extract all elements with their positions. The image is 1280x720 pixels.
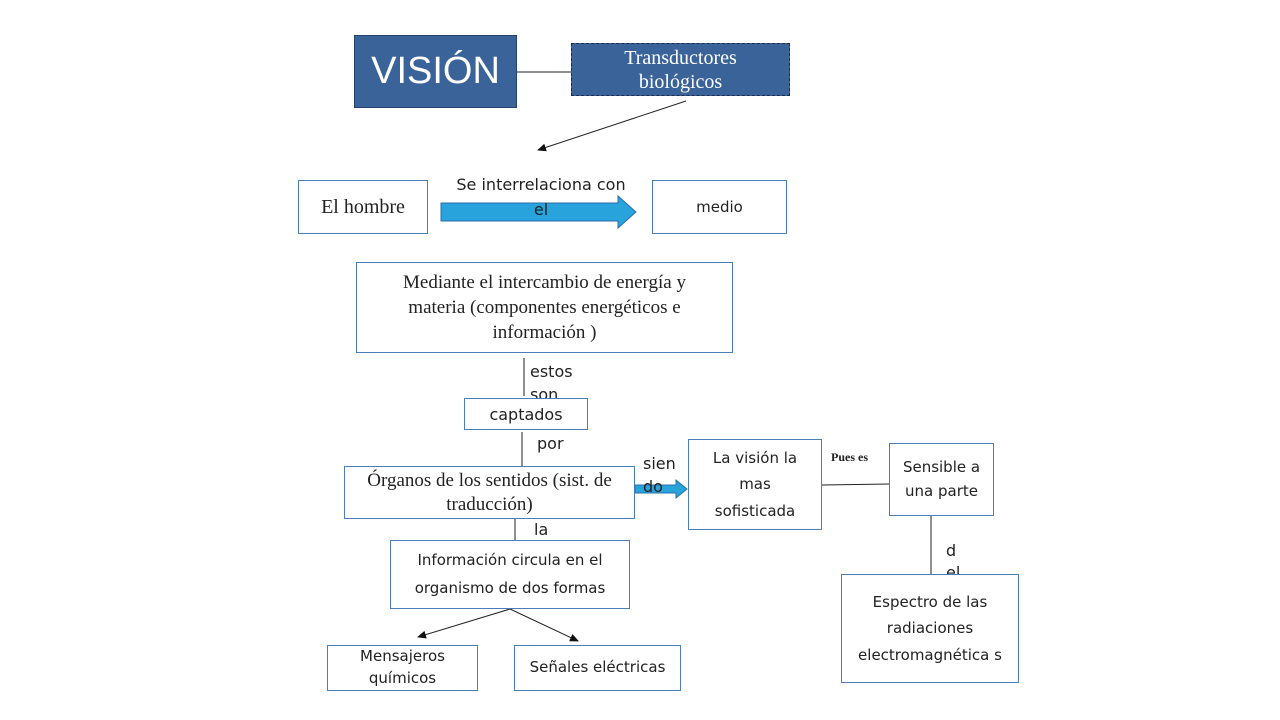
captados-label: captados (489, 404, 563, 424)
pues-es-label: Pues es (831, 450, 868, 464)
hombre-label: El hombre (321, 195, 405, 218)
siendo-arrow (634, 478, 688, 500)
organos-box: Órganos de los sentidos (sist. de traduc… (344, 466, 635, 519)
medio-label: medio (696, 198, 743, 216)
siendo-label: sien do (643, 454, 676, 497)
transductores-box: Transductores biológicos (571, 43, 790, 96)
senales-label: Señales eléctricas (529, 658, 666, 677)
informacion-senales-arrow (509, 608, 579, 642)
mensajeros-label: Mensajeros químicos (360, 647, 445, 687)
interrelaciona-arrow (440, 194, 637, 230)
sofisticada-sensible-line (821, 483, 891, 486)
informacion-label: Información circula en el organismo de d… (414, 550, 606, 597)
vision-title-box: VISIÓN (354, 35, 517, 108)
interrelaciona-label: Se interrelaciona con el (456, 175, 626, 219)
vision-sofisticada-box: La visión la mas sofisticada (688, 439, 822, 530)
intercambio-label: Mediante el intercambio de energía y mat… (403, 271, 686, 344)
transductores-hombre-arrow (537, 100, 687, 152)
informacion-box: Información circula en el organismo de d… (390, 540, 630, 609)
espectro-box: Espectro de las radiaciones electromagné… (841, 574, 1019, 683)
medio-box: medio (652, 180, 787, 234)
hombre-box: El hombre (298, 180, 428, 234)
por-label: por (537, 434, 564, 453)
senales-box: Señales eléctricas (514, 645, 681, 691)
transductores-label: Transductores biológicos (624, 46, 737, 93)
vision-title: VISIÓN (371, 50, 500, 92)
sensible-label: Sensible a una parte (902, 458, 981, 500)
mensajeros-box: Mensajeros químicos (327, 645, 478, 691)
informacion-mensajeros-arrow (417, 608, 511, 639)
vision-sofisticada-label: La visión la mas sofisticada (712, 449, 798, 520)
intercambio-box: Mediante el intercambio de energía y mat… (356, 262, 733, 353)
la-label: la (534, 520, 549, 539)
captados-box: captados (464, 398, 588, 430)
sensible-box: Sensible a una parte (889, 443, 994, 516)
espectro-label: Espectro de las radiaciones electromagné… (858, 593, 1002, 664)
organos-label: Órganos de los sentidos (sist. de traduc… (367, 470, 612, 515)
